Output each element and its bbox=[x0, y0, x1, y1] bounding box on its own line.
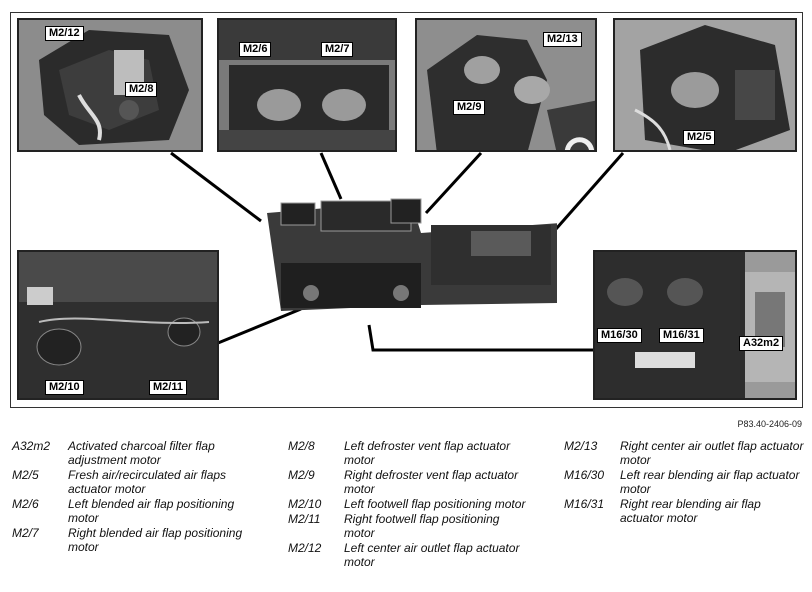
photo-defroster-outlet-motors-image bbox=[417, 20, 595, 150]
callout-m2-13: M2/13 bbox=[543, 32, 582, 47]
leader-line-farright bbox=[554, 152, 625, 230]
leader-lines bbox=[170, 151, 625, 352]
callout-m16-31: M16/31 bbox=[659, 328, 704, 343]
photo-recirculation-motor-image bbox=[615, 20, 795, 150]
photo-left-center-outlet: M2/12 M2/8 bbox=[17, 18, 203, 152]
leader-line-bottomleft bbox=[217, 307, 302, 345]
leader-line-topleft bbox=[170, 151, 262, 223]
photo-left-center-outlet-image bbox=[19, 20, 201, 150]
figure-reference: P83.40-2406-09 bbox=[737, 419, 802, 429]
callout-m2-8: M2/8 bbox=[125, 82, 158, 97]
photo-hvac-housing bbox=[261, 193, 557, 323]
leader-line-bottomright bbox=[367, 324, 593, 352]
photo-footwell-motors-image bbox=[19, 252, 217, 398]
diagram-frame: M2/12 M2/8 M2/6 M2/7 M2/13 M2/9 bbox=[10, 12, 803, 408]
leader-line-topright bbox=[424, 151, 483, 215]
callout-m2-11: M2/11 bbox=[149, 380, 187, 395]
callout-a32m2: A32m2 bbox=[739, 336, 784, 351]
leader-line-topcenter bbox=[319, 152, 343, 200]
photo-rear-blending-motors: M16/30 M16/31 A32m2 bbox=[593, 250, 797, 400]
hvac-housing-image bbox=[267, 198, 557, 311]
callout-m2-10: M2/10 bbox=[45, 380, 84, 395]
callout-m2-5: M2/5 bbox=[683, 130, 716, 145]
photo-blended-air-motors-image bbox=[219, 20, 395, 150]
callout-m2-7: M2/7 bbox=[321, 42, 354, 57]
photo-defroster-outlet-motors: M2/13 M2/9 bbox=[415, 18, 597, 152]
callout-m2-12: M2/12 bbox=[45, 26, 84, 41]
callout-m2-9: M2/9 bbox=[453, 100, 486, 115]
photo-footwell-motors: M2/10 M2/11 bbox=[17, 250, 219, 400]
photo-rear-blending-motors-image bbox=[595, 252, 795, 398]
callout-m16-30: M16/30 bbox=[597, 328, 642, 343]
photo-blended-air-motors: M2/6 M2/7 bbox=[217, 18, 397, 152]
callout-m2-6: M2/6 bbox=[239, 42, 272, 57]
photo-recirculation-motor: M2/5 bbox=[613, 18, 797, 152]
